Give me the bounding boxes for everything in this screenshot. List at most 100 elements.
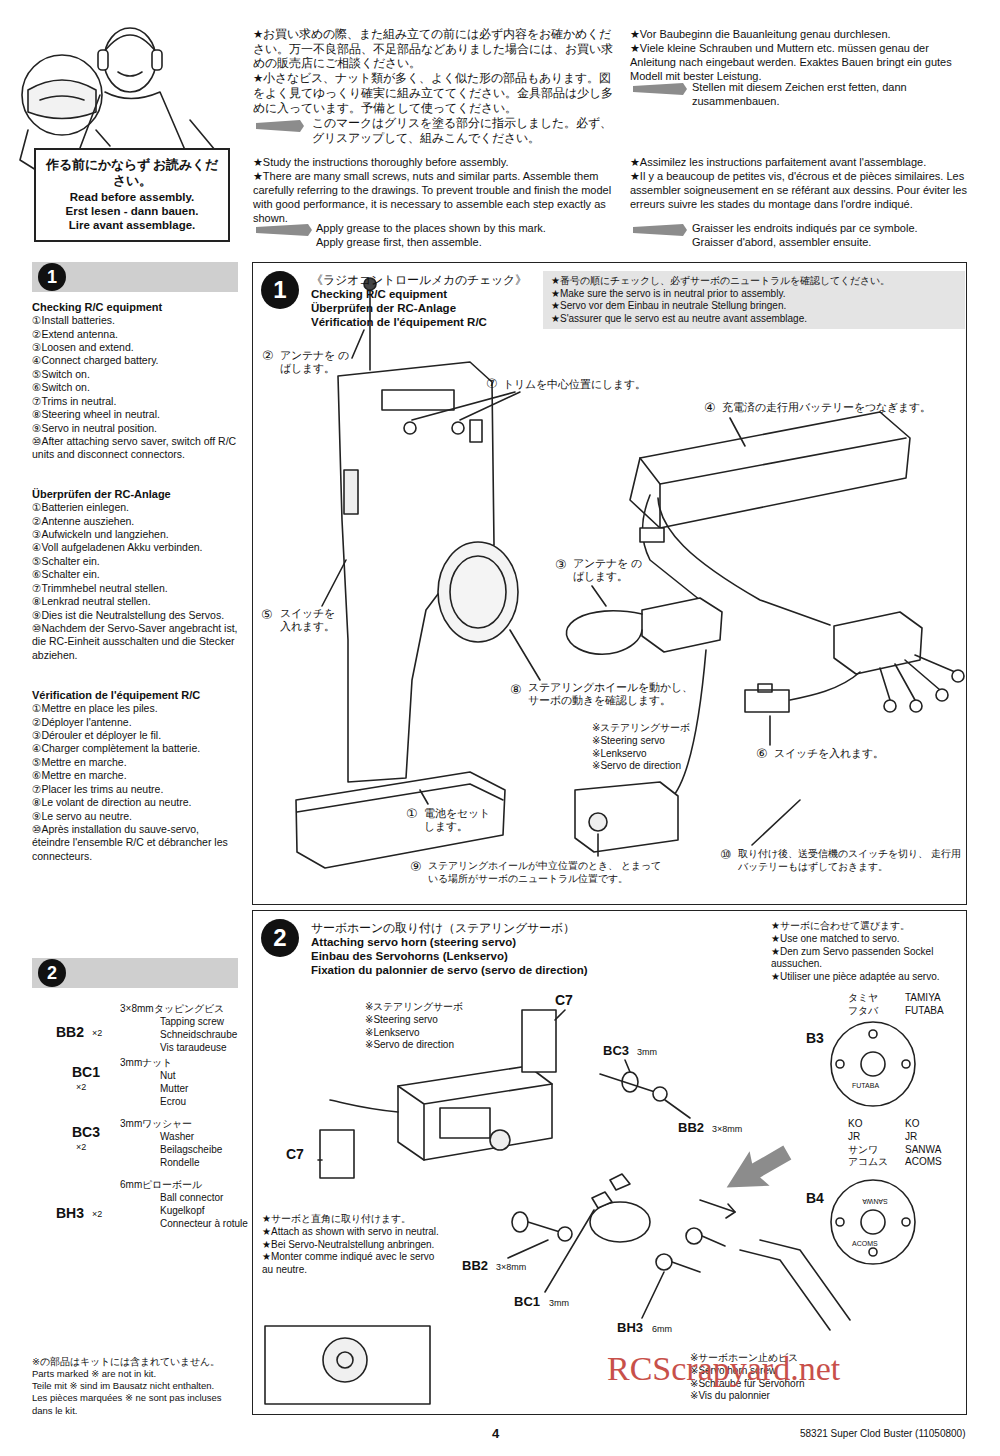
part-name: Vis taraudeuse bbox=[160, 1042, 250, 1055]
callout-number: ⑩ bbox=[720, 847, 738, 864]
callout-text: 取り付け後、送受信機のスイッチを切り、 走行用バッテリーもはずしておきます。 bbox=[738, 848, 963, 874]
step-list: ②Antenne ausziehen. bbox=[32, 515, 238, 528]
callout-number: ④ bbox=[704, 400, 722, 417]
label-group: ⑦ bbox=[486, 376, 504, 393]
label-group: ⑨ bbox=[410, 859, 428, 876]
node-text: ★Servo vor dem Einbau in neutrale Stellu… bbox=[551, 300, 957, 313]
assembly-note: ★Bei Servo-Neutralstellung anbringen. bbox=[262, 1239, 442, 1252]
label-group: B4 bbox=[806, 1190, 836, 1208]
label-group: FUTABA bbox=[852, 1082, 902, 1091]
step-list: ⑧Lenkrad neutral stellen. bbox=[32, 595, 238, 608]
step-list: ⑤Mettre en marche. bbox=[32, 756, 238, 769]
instruction-text: ★Il y a beaucoup de petites vis, d'écrou… bbox=[630, 169, 970, 211]
label-group: このマークはグリスを塗る部分に指示しました。必ず、グリスアップして、組みこんでく… bbox=[312, 116, 620, 145]
label-group: Stellen mit diesem Zeichen erst fetten, … bbox=[692, 80, 967, 108]
label-group: 3mm bbox=[637, 1047, 667, 1059]
step-list: ⑥Mettre en marche. bbox=[32, 769, 238, 782]
label-group: ×2 bbox=[92, 1209, 114, 1221]
label-group: アンテナを のばします。 bbox=[573, 557, 645, 584]
label-group: Vérification de l'équipement R/C①Mettre … bbox=[32, 688, 238, 863]
part-code: BC1 bbox=[72, 1064, 112, 1082]
assembly-note: ★サーボに合わせて選びます。 bbox=[771, 920, 966, 933]
label-group: ×2 bbox=[76, 1082, 98, 1094]
callout-text: 電池をセット します。 bbox=[424, 807, 496, 834]
label-group: ★Vor Baubeginn die Bauanleitung genau du… bbox=[630, 27, 970, 83]
node-text: ★番号の順にチェックし、必ずサーボのニュートラルを確認してください。 bbox=[551, 275, 957, 288]
label-group: Graisser les endroits indiqués par ce sy… bbox=[692, 221, 967, 249]
horn-marking: SANWA bbox=[850, 1196, 900, 1205]
callout-text: スイッチを 入れます。 bbox=[280, 607, 342, 634]
callout-number: ⑨ bbox=[410, 859, 428, 876]
step-panel: 《ラジオコントロールメカのチェック》Checking R/C equipment… bbox=[252, 262, 967, 905]
label-group: WasherBeilagscheibeRondelle bbox=[160, 1131, 250, 1169]
dimension: 3mm bbox=[549, 1298, 579, 1310]
step-number: 1 bbox=[38, 263, 66, 291]
callout-number: ⑧ bbox=[510, 682, 528, 699]
assembly-note: ★Utiliser une pièce adaptée au servo. bbox=[771, 971, 966, 984]
part-name: ※ステアリングサーボ bbox=[592, 722, 727, 735]
node-text: Lire avant assemblage. bbox=[42, 218, 222, 232]
brand-name: サンワ bbox=[848, 1144, 898, 1157]
callout-number: ⑤ bbox=[261, 607, 279, 624]
assembly-note: ★Use one matched to servo. bbox=[771, 933, 966, 946]
assembly-note: ★Den zum Servo passenden Sockel aussuche… bbox=[771, 946, 966, 972]
label-group: ※ステアリングサーボ※Steering servo※Lenkservo※Serv… bbox=[365, 1001, 490, 1052]
step-number: 2 bbox=[261, 919, 299, 957]
dimension: 3×8mm bbox=[496, 1262, 541, 1274]
quantity: ×2 bbox=[76, 1082, 98, 1094]
label-group: B3 bbox=[806, 1030, 836, 1048]
grease-note: Apply grease to the places shown by this… bbox=[316, 221, 616, 235]
part-code: BB2 bbox=[56, 1024, 96, 1042]
instruction-text: ★There are many small screws, nuts and s… bbox=[253, 169, 620, 225]
step-list: ③Loosen and extend. bbox=[32, 341, 238, 354]
label-group: ※ステアリングサーボ※Steering servo※Lenkservo※Serv… bbox=[592, 722, 727, 773]
label-group: ステアリングホイールを動かし、 サーボの動きを確認します。 bbox=[528, 681, 703, 708]
step-list: ⑨Servo in neutral position. bbox=[32, 422, 238, 435]
step-list: ①Install batteries. bbox=[32, 314, 238, 327]
label-group: KOJRSANWAACOMS bbox=[905, 1118, 965, 1169]
step-list: ⑨Le servo au neutre. bbox=[32, 810, 238, 823]
part-name: Nut bbox=[160, 1070, 250, 1083]
label-group: ★Assimilez les instructions parfaitement… bbox=[630, 155, 970, 211]
callout-number: ⑦ bbox=[486, 376, 504, 393]
step-list: ⑦Placer les trims au neutre. bbox=[32, 783, 238, 796]
notice-sign: 作る前にかならず お読みください。Read before assembly.Er… bbox=[34, 148, 230, 242]
step-list: ⑧Le volant de direction au neutre. bbox=[32, 796, 238, 809]
dimension: 3mm bbox=[637, 1047, 667, 1059]
label-group: BH3 bbox=[56, 1205, 96, 1223]
grease-note: Graisser les endroits indiqués par ce sy… bbox=[692, 221, 967, 235]
model-code: 58321 Super Clod Buster (11050800) bbox=[800, 1428, 995, 1441]
label-group: アンテナを のばします。 bbox=[280, 349, 352, 376]
step-number: 1 bbox=[261, 271, 299, 309]
assembly-note: ★サーボと直角に取り付けます。 bbox=[262, 1213, 442, 1226]
brand-name: KO bbox=[848, 1118, 898, 1131]
part-name: ※Vis du palonnier bbox=[690, 1390, 830, 1403]
node-text: ★Make sure the servo is in neutral prior… bbox=[551, 288, 957, 301]
step-number: 2 bbox=[38, 959, 66, 987]
quantity: ×2 bbox=[92, 1209, 114, 1221]
label-group: 6mmピローボール bbox=[120, 1179, 245, 1192]
assembly-note: ★Attach as shown with servo in neutral. bbox=[262, 1226, 442, 1239]
label-group: 3mmワッシャー bbox=[120, 1118, 245, 1131]
label-group: ⑧ bbox=[510, 682, 528, 699]
part-code: BH3 bbox=[617, 1320, 657, 1337]
brand-name: JR bbox=[848, 1131, 898, 1144]
callout-text: トリムを中心位置にします。 bbox=[503, 378, 673, 391]
part-name: Washer bbox=[160, 1131, 250, 1144]
step-list: ⑩After attaching servo saver, switch off… bbox=[32, 435, 238, 462]
step-list: ⑥Switch on. bbox=[32, 381, 238, 394]
callout-number: ③ bbox=[555, 557, 573, 574]
part-name: Mutter bbox=[160, 1083, 250, 1096]
grease-note: Graisser d'abord, assembler ensuite. bbox=[692, 235, 967, 249]
label-group: KOJRサンワアコムス bbox=[848, 1118, 898, 1169]
callout-text: スイッチを入れます。 bbox=[774, 747, 904, 760]
step-list: ②Déployer l'antenne. bbox=[32, 716, 238, 729]
part-name: ※Lenkservo bbox=[365, 1027, 490, 1040]
part-name: Ball connector bbox=[160, 1192, 255, 1205]
part-code: C7 bbox=[286, 1146, 316, 1164]
label-group: RCScrapyard.net bbox=[607, 1350, 967, 1387]
step-list: ①Batterien einlegen. bbox=[32, 501, 238, 514]
callout-text: 充電済の走行用バッテリーをつなぎます。 bbox=[722, 401, 957, 414]
grease-note: Apply grease first, then assemble. bbox=[316, 235, 616, 249]
label-group: BC3 bbox=[72, 1124, 112, 1142]
